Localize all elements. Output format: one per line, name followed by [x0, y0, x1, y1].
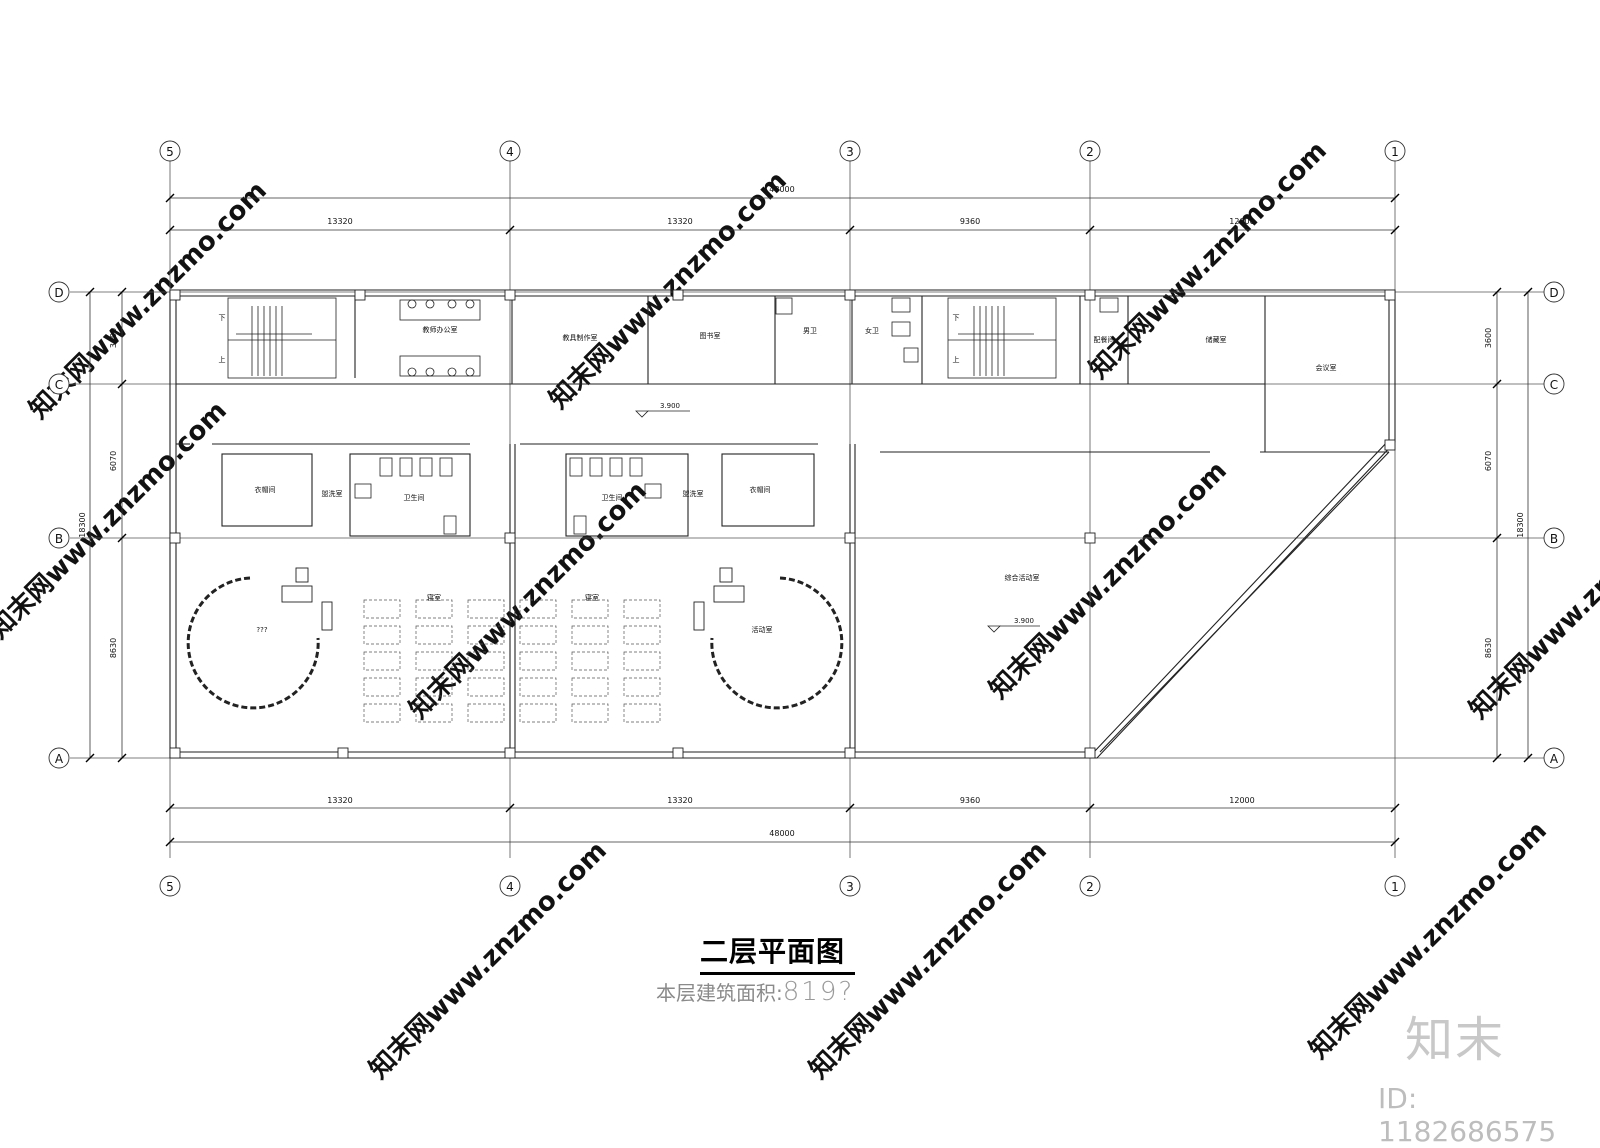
- dim-left-seg: 8630: [109, 638, 118, 658]
- axis-label: 2: [1086, 145, 1094, 159]
- dim-bottom-seg: 13320: [667, 796, 692, 805]
- watermark-text: 知末网www.znzmo.com: [1084, 136, 1333, 385]
- room-multi-activity: 综合活动室: [1005, 573, 1040, 582]
- watermark-text: 知末网www.znzmo.com: [0, 396, 233, 645]
- dim-top-total: 48000: [769, 185, 794, 194]
- room-toilet: 卫生间: [404, 493, 425, 502]
- room-wardrobe: 衣帽间: [255, 485, 276, 494]
- axis-label: 3: [846, 145, 854, 159]
- room-women-wc: 女卫: [865, 326, 879, 335]
- axis-label: 2: [1086, 880, 1094, 894]
- room-men-wc: 男卫: [803, 327, 817, 335]
- axis-bubbles: [48, 140, 1565, 897]
- axis-label: 3: [846, 880, 854, 894]
- room-storage: 储藏室: [1206, 335, 1227, 344]
- room-activity: ???: [256, 626, 267, 634]
- dim-top-seg: 12000: [1229, 217, 1254, 226]
- level-value: 3.900: [1014, 617, 1034, 625]
- dim-left-total: 18300: [78, 512, 87, 537]
- watermark-text: 知末网www.znzmo.com: [404, 476, 653, 725]
- office-desks: [399, 299, 481, 377]
- room-wardrobe: 衣帽间: [750, 485, 771, 494]
- axis-label: 5: [166, 880, 174, 894]
- axis-label: B: [1550, 532, 1558, 546]
- dimension-ticks: [85, 193, 1533, 847]
- watermark-text: 知末网www.znzmo.com: [364, 836, 613, 1085]
- walls: [169, 289, 1396, 759]
- room-activity: 活动室: [752, 625, 773, 634]
- room-bedroom: 寝室: [585, 593, 599, 602]
- beds-right: [519, 599, 661, 723]
- room-pantry: 配餐间: [1094, 335, 1115, 344]
- toilet-fixtures: [354, 297, 1119, 535]
- axis-label: A: [55, 752, 64, 766]
- dim-left-seg: 6070: [109, 451, 118, 471]
- axis-label: B: [55, 532, 63, 546]
- room-toilet: 卫生间: [602, 493, 623, 502]
- dim-bottom-seg: 13320: [327, 796, 352, 805]
- axis-label: D: [54, 286, 63, 300]
- dim-right-seg: 6070: [1484, 451, 1493, 471]
- room-teacher-office: 教师办公室: [423, 325, 458, 334]
- watermark-text: 知末网www.znzmo.com: [1464, 476, 1600, 725]
- room-teaching-aids: 教具制作室: [563, 333, 598, 342]
- level-marks: [635, 410, 1040, 633]
- dim-bottom-total: 48000: [769, 829, 794, 838]
- brand-logo: 知末: [1405, 1012, 1506, 1068]
- dim-top-seg: 13320: [667, 217, 692, 226]
- room-library: 图书室: [700, 331, 721, 340]
- columns: [169, 289, 1396, 759]
- dim-bottom-seg: 9360: [960, 796, 980, 805]
- axis-label: C: [55, 378, 63, 392]
- drawing-title: 二层平面图: [700, 930, 856, 975]
- dimension-lines: [89, 197, 1529, 843]
- axis-label: 4: [506, 145, 514, 159]
- axis-label: D: [1549, 286, 1558, 300]
- axis-label: 1: [1391, 880, 1399, 894]
- stair-direction: 上: [953, 355, 960, 364]
- dimension-texts: 48000 13320 13320 9360 12000 13320 13320…: [78, 185, 1525, 838]
- floor-area-value: 819?: [782, 977, 855, 1007]
- stair-direction: 下: [219, 314, 226, 322]
- room-wash: 盥洗室: [322, 489, 343, 498]
- room-labels: 教师办公室 教具制作室 图书室 男卫 女卫 配餐间 储藏室 会议室 衣帽间 盥洗…: [219, 314, 1337, 634]
- axis-label: A: [1550, 752, 1559, 766]
- beds-left: [363, 599, 505, 723]
- floor-area: 本层建筑面积:819?: [656, 977, 854, 1007]
- room-wash: 盥洗室: [683, 489, 704, 498]
- dim-bottom-seg: 12000: [1229, 796, 1254, 805]
- dim-left-seg: 3600: [109, 328, 118, 348]
- axis-bubble-labels: 5 4 3 2 1 5 4 3 2 1 D C B A D C B A: [54, 145, 1559, 894]
- image-id: ID: 1182686575: [1378, 1082, 1557, 1148]
- stair-left: [227, 297, 337, 379]
- stair-direction: 下: [953, 314, 960, 322]
- activity-seating: [186, 576, 844, 710]
- axis-label: 1: [1391, 145, 1399, 159]
- axis-label: 4: [506, 880, 514, 894]
- dim-right-seg: 3600: [1484, 328, 1493, 348]
- dim-top-seg: 13320: [327, 217, 352, 226]
- room-bedroom: 寝室: [427, 593, 441, 602]
- dim-right-seg: 8630: [1484, 638, 1493, 658]
- axis-label: C: [1550, 378, 1558, 392]
- dim-right-total: 18300: [1516, 512, 1525, 537]
- room-meeting: 会议室: [1316, 363, 1337, 372]
- dim-top-seg: 9360: [960, 217, 980, 226]
- stair-right: [947, 297, 1057, 379]
- floor-area-label: 本层建筑面积:: [656, 981, 783, 1005]
- axis-label: 5: [166, 145, 174, 159]
- stair-direction: 上: [219, 355, 226, 364]
- level-value: 3.900: [660, 402, 680, 410]
- activity-furniture: [281, 567, 745, 631]
